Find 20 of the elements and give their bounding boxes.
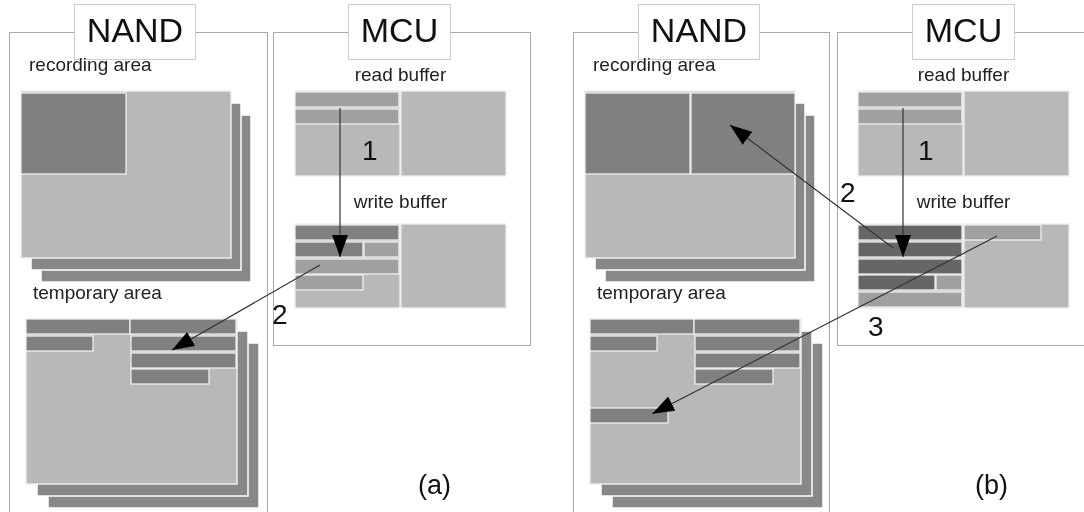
panel-title: MCU xyxy=(912,4,1015,60)
area-label: temporary area xyxy=(597,282,726,304)
area-label: read buffer xyxy=(917,64,1010,86)
edge-label: 1 xyxy=(918,136,934,166)
arrow xyxy=(895,107,911,258)
arrow xyxy=(729,124,894,249)
edge-label: 3 xyxy=(868,312,884,342)
area-label: write buffer xyxy=(353,191,448,213)
edge-label: 2 xyxy=(272,300,288,330)
edge-label: 2 xyxy=(840,178,856,208)
panel-label: (b) xyxy=(975,470,1008,500)
arrow xyxy=(651,235,998,415)
area-label: read buffer xyxy=(354,64,447,86)
panel-title: MCU xyxy=(348,4,451,60)
arrow xyxy=(171,264,321,351)
panel-label: (a) xyxy=(418,470,451,500)
area-label: temporary area xyxy=(33,282,162,304)
area-label: write buffer xyxy=(916,191,1011,213)
arrow xyxy=(332,107,348,258)
edge-label: 1 xyxy=(362,136,378,166)
